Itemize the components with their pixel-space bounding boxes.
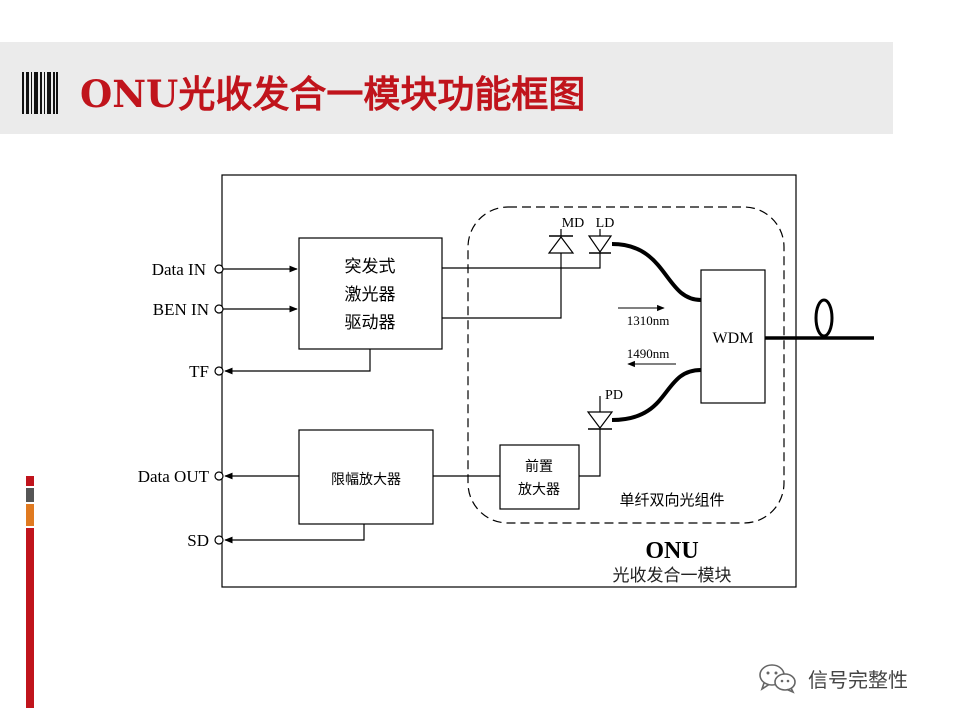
- label-1490nm: 1490nm: [627, 346, 670, 361]
- watermark: 信号完整性: [758, 660, 908, 696]
- wire-driver-md: [442, 253, 562, 319]
- fiber-loop-icon: [765, 298, 874, 340]
- label-1310nm: 1310nm: [627, 313, 670, 328]
- pd-label: PD: [605, 388, 623, 403]
- label-data-in: Data IN: [152, 260, 206, 279]
- wechat-icon: [759, 664, 796, 694]
- driver-label-1: 突发式: [345, 257, 396, 277]
- port-data-out: [214, 471, 224, 481]
- label-tf: TF: [189, 362, 209, 381]
- driver-label-3: 驱动器: [345, 313, 396, 333]
- preamp-block: [499, 444, 580, 510]
- port-tf: [214, 366, 224, 376]
- label-sd: SD: [187, 531, 209, 550]
- port-sd: [214, 535, 224, 545]
- bosa-label: 单纤双向光组件: [619, 491, 724, 509]
- barcode-decoration: [22, 72, 58, 114]
- left-accent-strip: [26, 476, 36, 708]
- driver-block: [298, 237, 443, 350]
- md-diode-icon: [547, 235, 575, 254]
- wdm-block: [700, 269, 766, 404]
- wdm-label: WDM: [713, 330, 754, 347]
- preamp-label-2: 放大器: [518, 482, 560, 498]
- fiber-ld-wdm: [611, 242, 702, 302]
- slide-title: ONU光收发合一模块功能框图: [80, 72, 586, 116]
- port-ben-in: [214, 304, 224, 314]
- md-label: MD: [562, 216, 585, 231]
- port-data-in: [214, 264, 224, 274]
- label-data-out: Data OUT: [138, 467, 210, 486]
- module-name: ONU: [645, 538, 698, 564]
- watermark-text: 信号完整性: [808, 667, 908, 692]
- wire-sd: [224, 524, 365, 544]
- limiting-amp-label: 限幅放大器: [331, 472, 401, 488]
- wire-driver-ld: [442, 253, 601, 269]
- wire-pd-preamp: [579, 429, 601, 477]
- label-ben-in: BEN IN: [153, 300, 209, 319]
- limiting-amp-block: [298, 429, 434, 525]
- preamp-label-1: 前置: [525, 458, 553, 475]
- title-band: [0, 42, 893, 134]
- fiber-wdm-pd: [611, 368, 702, 422]
- bosa-dashed-box: [467, 206, 785, 524]
- wire-tf: [224, 349, 371, 375]
- driver-label-2: 激光器: [345, 285, 396, 305]
- module-box: [221, 174, 797, 588]
- pd-diode-icon: [586, 396, 614, 430]
- ld-diode-icon: [587, 235, 613, 254]
- ld-label: LD: [596, 216, 615, 231]
- module-subtitle: 光收发合一模块: [613, 566, 732, 586]
